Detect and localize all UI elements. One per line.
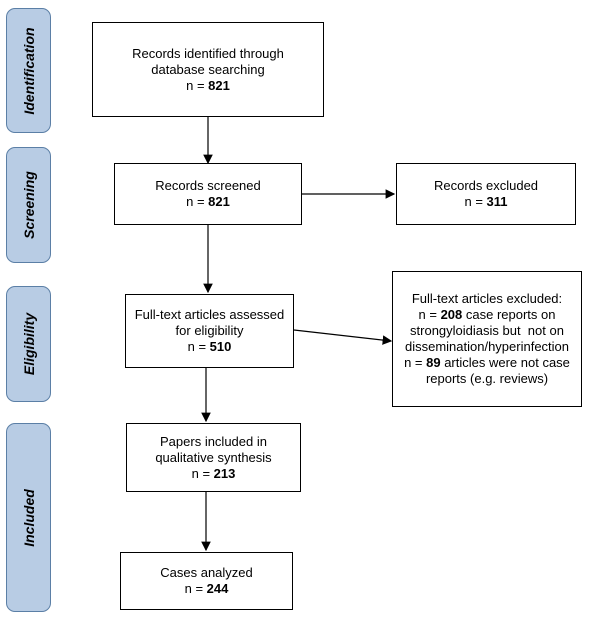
fulltext-assessed-line1: Full-text articles assessed bbox=[134, 307, 285, 322]
records-identified-line1: Records identified through bbox=[132, 45, 284, 61]
phase-screening: Screening bbox=[6, 147, 51, 263]
fulltext-excluded-reason-1-cont: strongyloidiasis but not on bbox=[410, 323, 564, 338]
fulltext-excluded-box: Full-text articles excluded: n = 208 cas… bbox=[392, 271, 582, 407]
phase-label-eligibility: Eligibility bbox=[20, 312, 37, 376]
records-excluded-line1: Records excluded bbox=[433, 178, 539, 193]
papers-included-line1: Papers included in bbox=[160, 433, 267, 449]
phase-label-included: Included bbox=[20, 488, 37, 547]
records-identified-line2: database searching bbox=[151, 61, 265, 77]
phase-label-identification: Identification bbox=[20, 26, 37, 115]
records-identified-box: Records identified through database sear… bbox=[92, 22, 324, 117]
fulltext-excluded-reason-1-cont2: dissemination/hyperinfection bbox=[404, 339, 570, 354]
phase-identification: Identification bbox=[6, 8, 51, 133]
fulltext-assessed-box: Full-text articles assessed for eligibil… bbox=[125, 294, 294, 368]
records-screened-line1: Records screened bbox=[155, 178, 261, 193]
records-excluded-count: n = 311 bbox=[464, 194, 508, 209]
phase-eligibility: Eligibility bbox=[6, 286, 51, 402]
papers-included-line2: qualitative synthesis bbox=[155, 449, 272, 465]
fulltext-excluded-reason-1: n = 208 case reports on bbox=[418, 307, 556, 322]
cases-analyzed-box: Cases analyzed n = 244 bbox=[120, 552, 293, 610]
records-excluded-box: Records excluded n = 311 bbox=[396, 163, 576, 225]
papers-included-box: Papers included in qualitative synthesis… bbox=[126, 423, 301, 492]
phase-label-screening: Screening bbox=[20, 171, 37, 239]
fulltext-excluded-reason-2: n = 89 articles were not case bbox=[404, 355, 570, 370]
fulltext-assessed-line2: for eligibility bbox=[175, 323, 244, 338]
papers-included-count: n = 213 bbox=[191, 465, 236, 481]
arrow-assessed-to-fulltext-excluded bbox=[293, 329, 393, 345]
phase-included: Included bbox=[6, 423, 51, 612]
records-screened-box: Records screened n = 821 bbox=[114, 163, 302, 225]
fulltext-excluded-title: Full-text articles excluded: bbox=[411, 291, 563, 306]
fulltext-assessed-count: n = 510 bbox=[187, 339, 232, 354]
fulltext-excluded-reason-2-cont: reports (e.g. reviews) bbox=[425, 371, 549, 386]
cases-analyzed-line1: Cases analyzed bbox=[160, 565, 253, 580]
cases-analyzed-count: n = 244 bbox=[184, 581, 229, 596]
records-screened-count: n = 821 bbox=[186, 194, 230, 209]
records-identified-count: n = 821 bbox=[186, 77, 230, 93]
